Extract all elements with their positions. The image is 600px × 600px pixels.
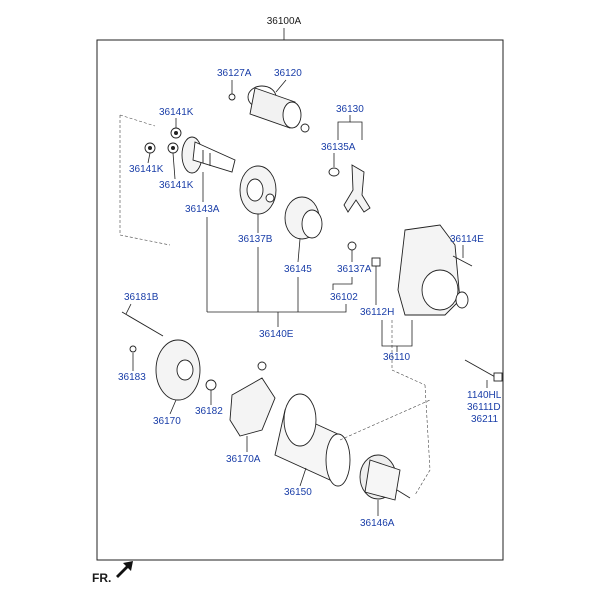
svg-text:36150: 36150 <box>284 487 312 498</box>
svg-text:36170A: 36170A <box>226 454 261 465</box>
brush-holder-part <box>229 361 276 437</box>
svg-text:36145: 36145 <box>284 264 312 275</box>
callout-36141K-bottom[interactable]: 36141K <box>159 152 194 191</box>
svg-text:36170: 36170 <box>153 416 181 427</box>
callout-36146A[interactable]: 36146A <box>360 500 395 529</box>
svg-text:36183: 36183 <box>118 372 146 383</box>
svg-text:36111D: 36111D <box>467 402 501 413</box>
lever-part <box>328 164 371 213</box>
callout-36141K-top[interactable]: 36141K <box>159 107 194 128</box>
svg-text:36146A: 36146A <box>360 518 395 529</box>
svg-text:36141K: 36141K <box>159 180 194 191</box>
gear-part <box>284 196 323 240</box>
callout-36145[interactable]: 36145 <box>284 238 312 312</box>
svg-text:36182: 36182 <box>195 406 223 417</box>
callout-36114E[interactable]: 36114E <box>450 234 484 258</box>
callout-36141K-left[interactable]: 36141K <box>129 152 164 175</box>
svg-text:36112H: 36112H <box>360 307 394 318</box>
svg-text:36102: 36102 <box>330 292 358 303</box>
callout-36127A[interactable]: 36127A <box>217 68 252 94</box>
armature-part <box>359 454 411 501</box>
callout-36150[interactable]: 36150 <box>284 467 312 498</box>
callout-36112H[interactable]: 36112H <box>360 266 394 318</box>
callout-36137A[interactable]: 36137A <box>337 250 372 275</box>
callout-1140HL[interactable]: 1140HL 36111D 36211 <box>467 380 502 425</box>
screw-part <box>129 345 137 353</box>
arrow-icon <box>116 561 133 578</box>
internal-gear-part <box>239 165 277 215</box>
svg-text:36127A: 36127A <box>217 68 252 79</box>
yoke-part <box>274 393 351 487</box>
svg-text:36110: 36110 <box>383 352 411 363</box>
svg-text:36120: 36120 <box>274 68 302 79</box>
rear-cover-part <box>155 339 201 401</box>
callout-36110[interactable]: 36110 <box>381 320 413 363</box>
svg-text:36211: 36211 <box>471 414 499 425</box>
washer-part <box>347 241 357 251</box>
svg-text:36137B: 36137B <box>238 234 273 245</box>
svg-text:36181B: 36181B <box>124 292 159 303</box>
rear-bushing-part <box>205 379 217 391</box>
front-direction-indicator: FR. <box>92 561 133 585</box>
svg-text:36114E: 36114E <box>450 234 484 245</box>
svg-text:36140E: 36140E <box>259 329 294 340</box>
svg-text:1140HL: 1140HL <box>467 390 502 401</box>
svg-text:36135A: 36135A <box>321 142 356 153</box>
callout-36143A[interactable]: 36143A <box>185 172 220 312</box>
callout-36137B[interactable]: 36137B <box>238 214 273 312</box>
bushing-part <box>371 257 381 267</box>
front-housing-part <box>397 224 469 316</box>
callout-36102[interactable]: 36102 <box>207 277 358 313</box>
callout-36181B[interactable]: 36181B <box>124 292 159 315</box>
svg-text:36137A: 36137A <box>337 264 372 275</box>
front-direction-label: FR. <box>92 571 111 585</box>
solenoid-part <box>228 85 310 133</box>
assembly-frame <box>96 39 504 561</box>
callout-36170A[interactable]: 36170A <box>226 436 261 465</box>
callout-36182[interactable]: 36182 <box>195 390 223 417</box>
mounting-bolt-part <box>464 359 503 382</box>
label-36100A[interactable]: 36100A <box>267 16 302 27</box>
svg-text:36143A: 36143A <box>185 204 220 215</box>
svg-text:36141K: 36141K <box>159 107 194 118</box>
nut-parts <box>144 127 182 154</box>
svg-text:36130: 36130 <box>336 104 364 115</box>
shaft-part <box>181 136 236 174</box>
callout-36170[interactable]: 36170 <box>153 399 181 427</box>
callout-36130[interactable]: 36130 <box>336 104 364 140</box>
svg-text:36141K: 36141K <box>129 164 164 175</box>
callout-36140E[interactable]: 36140E <box>259 312 294 340</box>
callout-36183[interactable]: 36183 <box>118 353 146 383</box>
callout-36120[interactable]: 36120 <box>274 68 302 93</box>
callout-36135A[interactable]: 36135A <box>321 142 356 167</box>
